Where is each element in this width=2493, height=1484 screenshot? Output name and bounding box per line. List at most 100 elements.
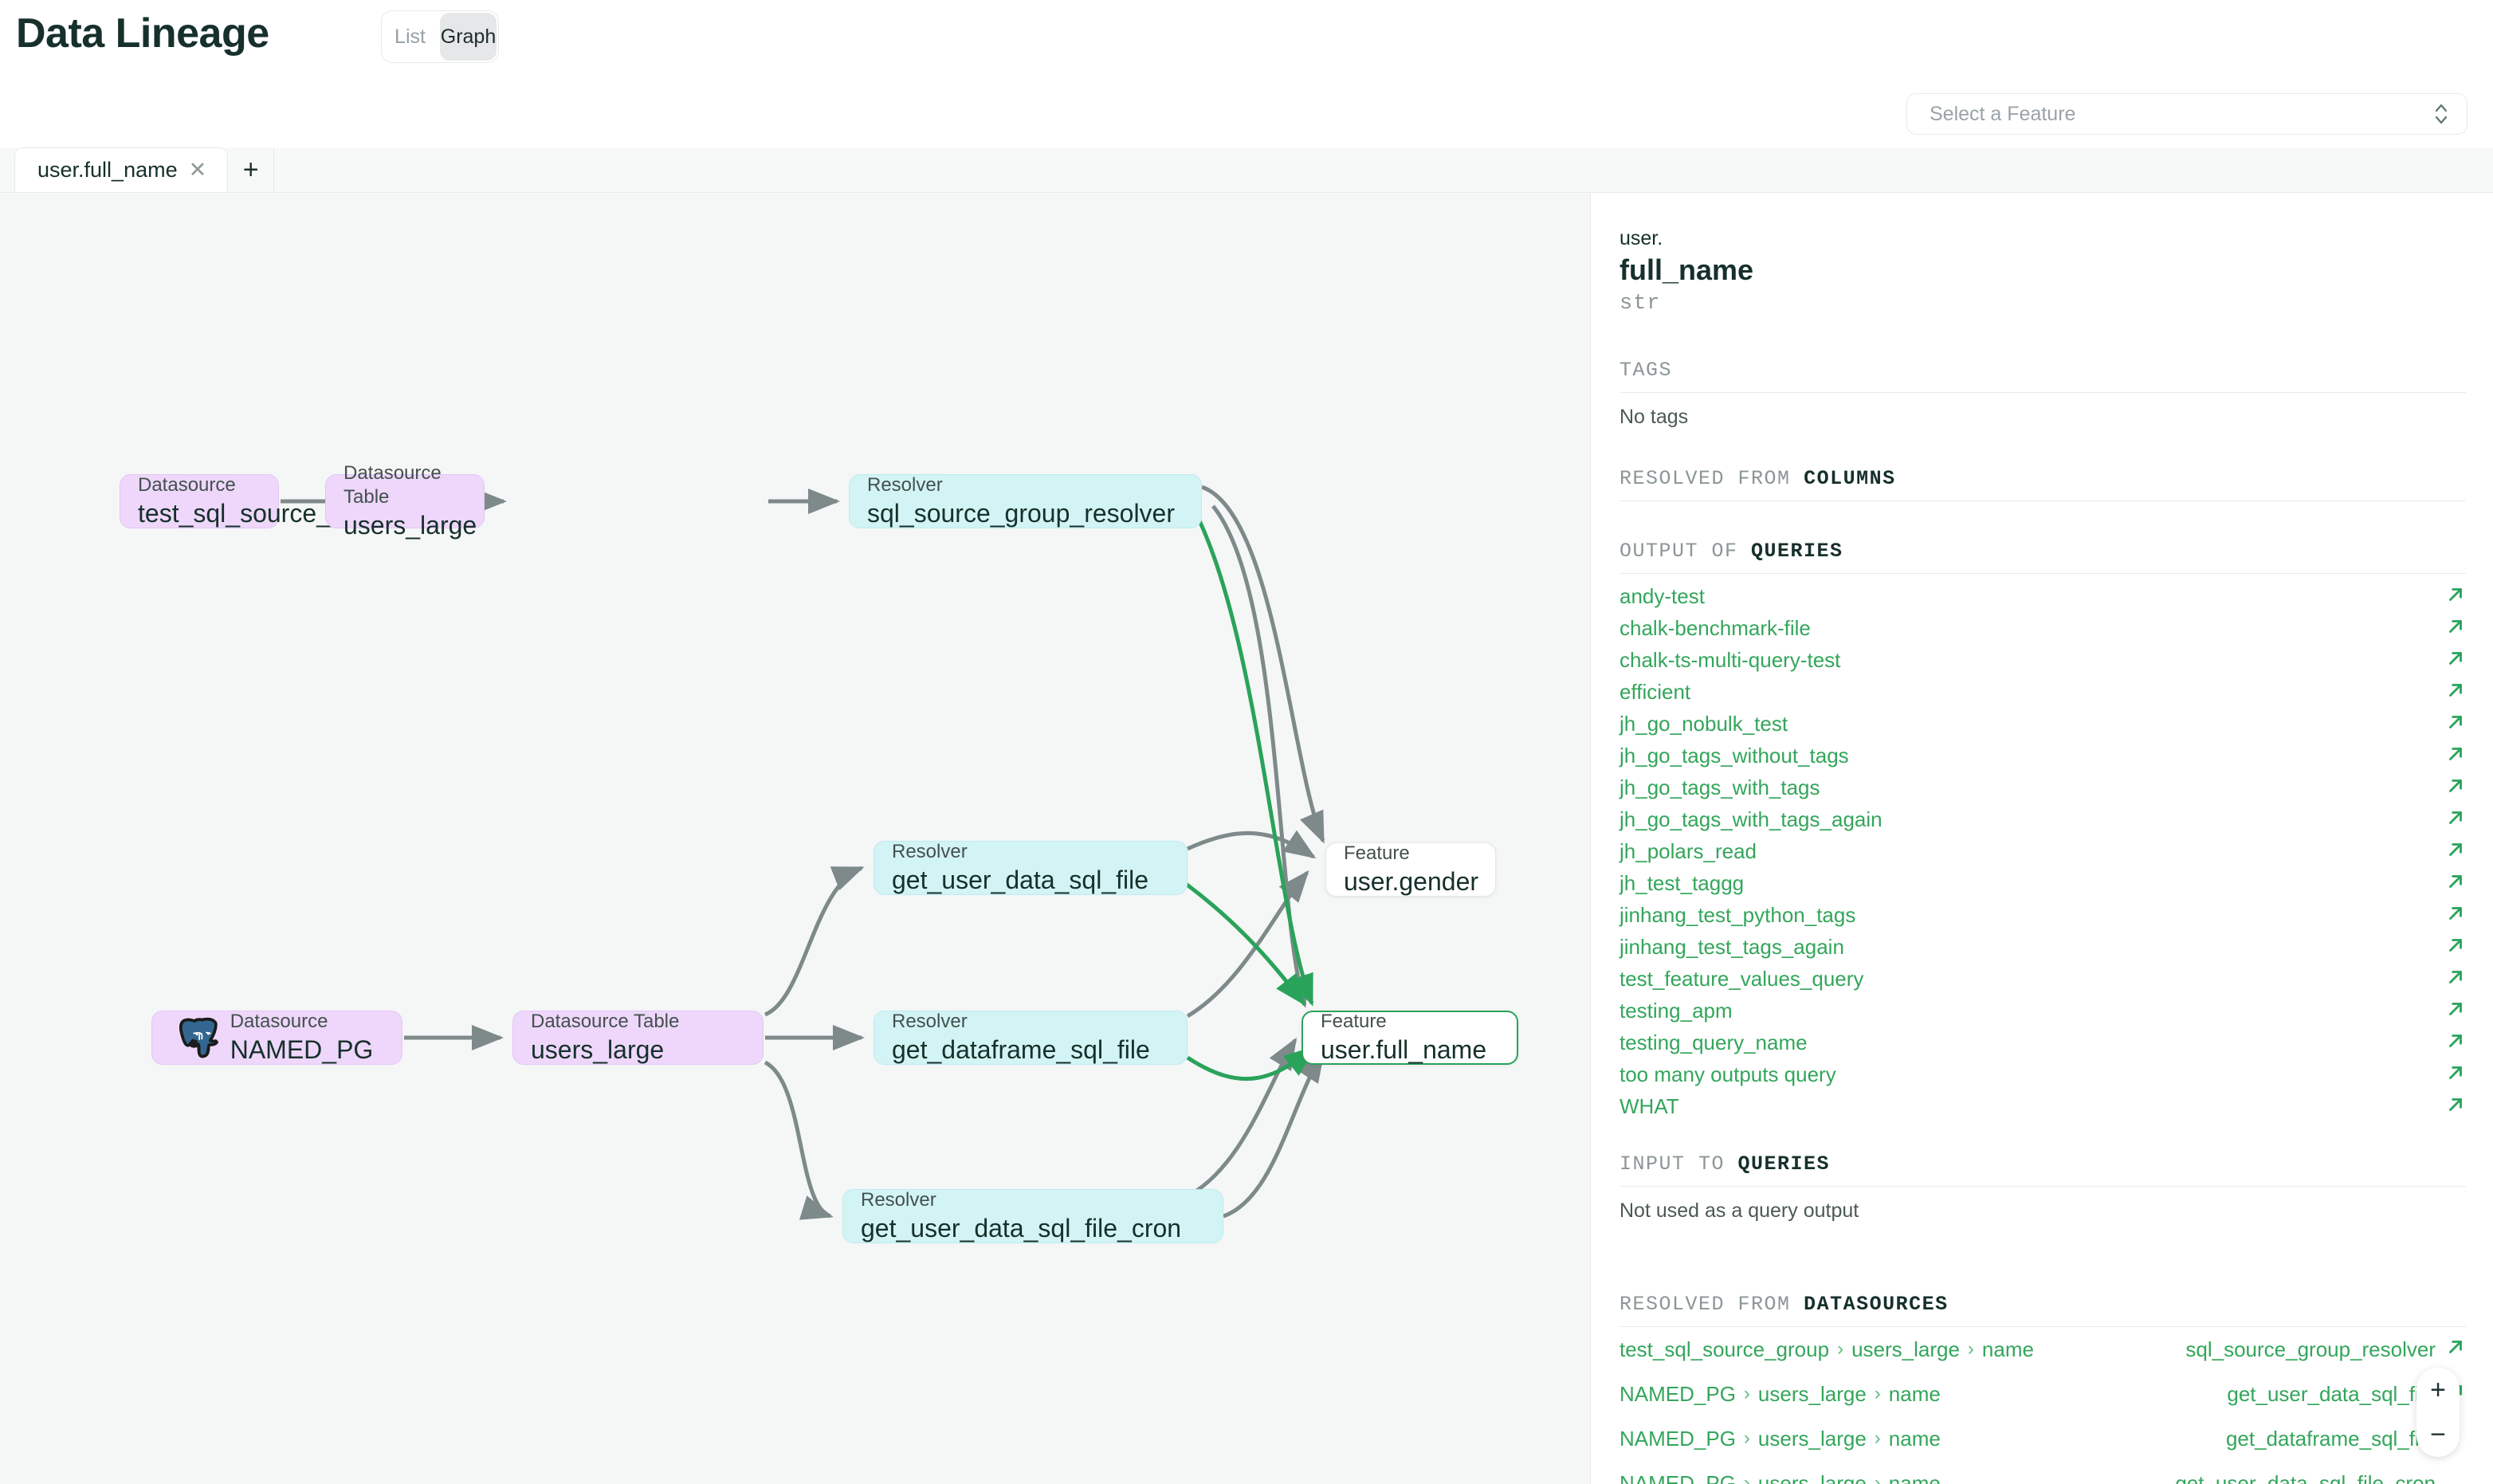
query-row[interactable]: too many outputs query	[1619, 1058, 2466, 1090]
external-link-icon[interactable]	[2445, 1337, 2466, 1363]
query-row[interactable]: jh_polars_read	[1619, 835, 2466, 867]
external-link-icon[interactable]	[2445, 1031, 2466, 1055]
zoom-out-button[interactable]: −	[2430, 1419, 2446, 1450]
add-tab-button[interactable]: +	[228, 147, 275, 192]
graph-node-resolver-get-dataframe-sql-file[interactable]: Resolver get_dataframe_sql_file	[874, 1011, 1188, 1065]
section-header-output-of-queries: OUTPUT OF QUERIES	[1619, 540, 2466, 574]
query-row[interactable]: testing_apm	[1619, 995, 2466, 1027]
graph-node-datasource-test-sql-source-group[interactable]: Datasource test_sql_source_group	[120, 474, 396, 528]
tab-label: user.full_name	[37, 158, 178, 182]
external-link-icon[interactable]	[2445, 935, 2466, 960]
node-name-label: users_large	[344, 511, 477, 540]
section-label: RESOLVED FROM	[1619, 1293, 1791, 1316]
external-link-icon[interactable]	[2445, 1471, 2466, 1484]
node-kind-label: Resolver	[861, 1189, 936, 1211]
node-kind-label: Resolver	[867, 474, 943, 496]
external-link-icon[interactable]	[2445, 680, 2466, 705]
external-link-icon[interactable]	[2445, 744, 2466, 768]
query-name: jh_go_tags_with_tags_again	[1619, 807, 1883, 831]
external-link-icon[interactable]	[2445, 807, 2466, 832]
external-link-icon[interactable]	[2445, 616, 2466, 641]
input-queries-empty-text: Not used as a query output	[1619, 1199, 1859, 1222]
query-row[interactable]: jh_go_tags_with_tags	[1619, 771, 2466, 803]
section-value: COLUMNS	[1804, 467, 1896, 490]
graph-node-datasource-named-pg[interactable]: Datasource NAMED_PG	[151, 1011, 402, 1065]
node-kind-label: Datasource Table	[531, 1011, 680, 1032]
query-row[interactable]: jh_go_nobulk_test	[1619, 708, 2466, 740]
close-icon[interactable]: ✕	[188, 158, 207, 182]
external-link-icon[interactable]	[2445, 871, 2466, 896]
external-link-icon[interactable]	[2445, 967, 2466, 991]
node-name-label: test_sql_source_group	[138, 499, 396, 528]
node-name-label: NAMED_PG	[230, 1035, 374, 1064]
query-row[interactable]: chalk-benchmark-file	[1619, 612, 2466, 644]
graph-node-resolver-sql-source-group-resolver[interactable]: Resolver sql_source_group_resolver	[849, 474, 1202, 528]
chevron-right-icon: ›	[1874, 1427, 1881, 1449]
view-toggle-list[interactable]: List	[395, 25, 426, 48]
external-link-icon[interactable]	[2445, 839, 2466, 864]
external-link-icon[interactable]	[2445, 1062, 2466, 1087]
datasource-path: NAMED_PG›users_large›name	[1619, 1427, 1941, 1451]
tab-bar: user.full_name ✕ +	[0, 147, 2493, 193]
graph-node-datasource-table-users-large-2[interactable]: Datasource Table users_large	[512, 1011, 764, 1065]
graph-node-datasource-table-users-large-1[interactable]: Datasource Table users_large	[325, 462, 485, 540]
chevron-right-icon: ›	[1874, 1383, 1881, 1404]
query-row[interactable]: jh_go_tags_without_tags	[1619, 740, 2466, 771]
node-kind-label: Feature	[1321, 1011, 1387, 1032]
graph-node-feature-user-gender[interactable]: Feature user.gender	[1325, 842, 1496, 897]
node-kind-label: Feature	[1344, 842, 1410, 864]
external-link-icon[interactable]	[2445, 999, 2466, 1023]
feature-dtype: str	[1619, 292, 1661, 316]
postgresql-icon	[178, 1017, 219, 1058]
chevron-right-icon: ›	[1837, 1338, 1844, 1360]
external-link-icon[interactable]	[2445, 648, 2466, 673]
query-row[interactable]: andy-test	[1619, 580, 2466, 612]
page-header: Data Lineage List Graph Select a Feature	[0, 0, 2493, 135]
graph-node-resolver-get-user-data-sql-file-cron[interactable]: Resolver get_user_data_sql_file_cron	[842, 1189, 1223, 1243]
datasource-path-segment: users_large	[1851, 1337, 1960, 1361]
query-row[interactable]: WHAT	[1619, 1090, 2466, 1122]
section-label: INPUT TO	[1619, 1152, 1725, 1176]
graph-zoom-controls[interactable]: + −	[2416, 1368, 2460, 1457]
view-toggle-graph[interactable]: Graph	[440, 13, 497, 61]
zoom-in-button[interactable]: +	[2430, 1375, 2446, 1405]
lineage-graph-canvas[interactable]: Datasource test_sql_source_group Datasou…	[0, 194, 1591, 1484]
query-row[interactable]: test_feature_values_query	[1619, 963, 2466, 995]
node-name-label: users_large	[531, 1035, 665, 1064]
query-row[interactable]: efficient	[1619, 676, 2466, 708]
query-row[interactable]: testing_query_name	[1619, 1027, 2466, 1058]
external-link-icon[interactable]	[2445, 775, 2466, 800]
feature-name: full_name	[1619, 253, 1754, 286]
external-link-icon[interactable]	[2445, 903, 2466, 928]
node-name-label: sql_source_group_resolver	[867, 499, 1175, 528]
external-link-icon[interactable]	[2445, 712, 2466, 736]
graph-node-feature-user-full-name[interactable]: Feature user.full_name	[1301, 1011, 1518, 1065]
graph-node-resolver-get-user-data-sql-file[interactable]: Resolver get_user_data_sql_file	[874, 841, 1188, 895]
query-name: jh_test_taggg	[1619, 870, 1745, 895]
node-kind-label: Datasource	[138, 474, 236, 496]
chevron-updown-icon	[2433, 100, 2449, 128]
query-row[interactable]: chalk-ts-multi-query-test	[1619, 644, 2466, 676]
chevron-right-icon: ›	[1743, 1427, 1750, 1449]
tab-user-full-name[interactable]: user.full_name ✕	[14, 147, 229, 192]
chevron-right-icon: ›	[1743, 1472, 1750, 1484]
view-toggle[interactable]: List Graph	[381, 10, 499, 63]
datasource-path-segment: name	[1888, 1426, 1941, 1451]
query-row[interactable]: jinhang_test_tags_again	[1619, 931, 2466, 963]
chevron-right-icon: ›	[1874, 1472, 1881, 1484]
feature-select-dropdown[interactable]: Select a Feature	[1906, 93, 2467, 135]
datasource-path-segment: name	[1888, 1470, 1941, 1484]
query-row[interactable]: jh_test_taggg	[1619, 867, 2466, 899]
external-link-icon[interactable]	[2445, 1094, 2466, 1119]
query-name: jinhang_test_python_tags	[1619, 902, 1856, 927]
query-row[interactable]: jinhang_test_python_tags	[1619, 899, 2466, 931]
external-link-icon[interactable]	[2445, 584, 2466, 609]
query-row[interactable]: jh_go_tags_with_tags_again	[1619, 803, 2466, 835]
node-name-label: user.gender	[1344, 867, 1479, 896]
